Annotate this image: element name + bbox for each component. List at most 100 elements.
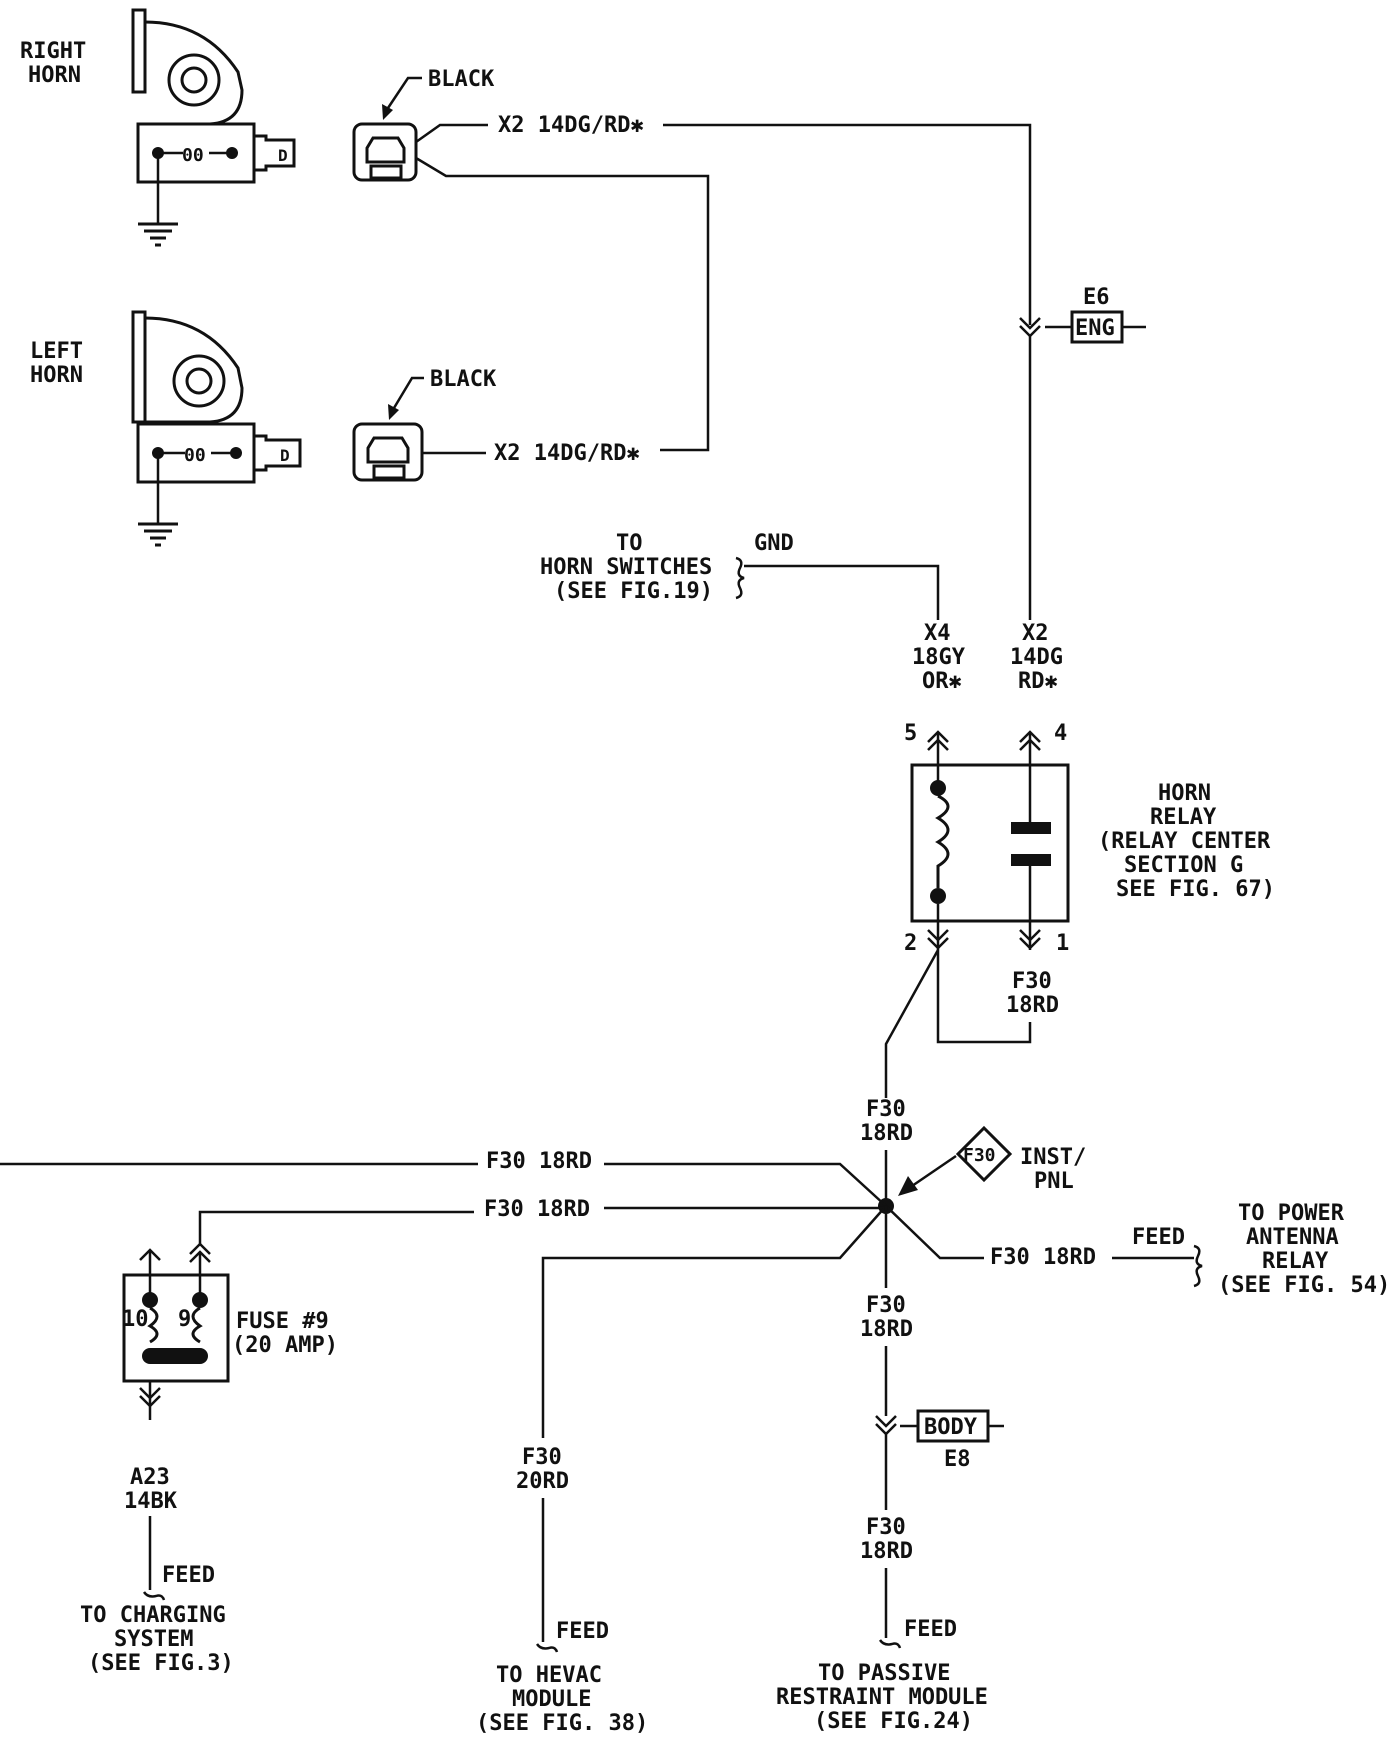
antenna-to-line4: (SEE FIG. 54) (1218, 1273, 1390, 1298)
charging-to-line3: (SEE FIG.3) (88, 1651, 234, 1676)
left-horn-spade-icon: D (280, 446, 290, 465)
left-horn-wire-label: X2 14DG/RD✱ (494, 441, 640, 466)
horn-switches-name: HORN SWITCHES (540, 555, 712, 580)
right-horn-connector: BLACK (352, 67, 495, 182)
hevac-to-line1: TO HEVAC (496, 1663, 602, 1688)
right-connector-color: BLACK (428, 67, 495, 92)
hevac-wire-line1: F30 (522, 1445, 562, 1470)
hevac-feed-label: FEED (556, 1619, 609, 1644)
passive-to-line3: (SEE FIG.24) (814, 1709, 973, 1734)
right-horn-inner-ring-icon (180, 66, 208, 94)
right-horn-ground-icon (138, 222, 178, 247)
horn-switches-destination: TO HORN SWITCHES (SEE FIG.19) GND (540, 531, 940, 620)
left-feed-wire-label: F30 18RD (486, 1149, 592, 1174)
horn-switches-ref: (SEE FIG.19) (554, 579, 713, 604)
inst-pnl-diamond (955, 1125, 1013, 1183)
inst-pnl-label-line1: INST/ (1020, 1145, 1086, 1170)
left-horn-outer-ring-icon (172, 354, 226, 408)
right-horn-wire-label: X2 14DG/RD✱ (498, 113, 644, 138)
fuse-label-line2: (20 AMP) (232, 1333, 338, 1358)
fuse-box (122, 1273, 230, 1383)
fuse-9: 10 9 FUSE #9 (20 AMP) (122, 1242, 338, 1420)
horn-relay: 5 4 2 1 HORN RELAY (RELAY CENTER SECTION… (904, 721, 1275, 956)
a23-line2: 14BK (124, 1489, 178, 1514)
relay-label-line1: HORN (1158, 781, 1211, 806)
charging-feed-label: FEED (162, 1563, 215, 1588)
relay-x4-line1: X4 (924, 621, 951, 646)
relay-box (910, 763, 1070, 923)
relay-label-line5: SEE FIG. 67) (1116, 877, 1275, 902)
left-horn-connector: BLACK (352, 367, 497, 482)
left-connector-color: BLACK (430, 367, 497, 392)
power-antenna-destination: FEED TO POWER ANTENNA RELAY (SEE FIG. 54… (1132, 1201, 1390, 1298)
left-horn-bracket (131, 310, 147, 424)
relay-coil-dot-top (930, 780, 946, 796)
charging-to-line1: TO CHARGING (80, 1603, 226, 1628)
fuse-pin-9: 9 (178, 1307, 191, 1332)
fuse-pin-9-dot (192, 1292, 208, 1308)
gnd-label: GND (754, 531, 794, 556)
relay-x4-line3: OR✱ (922, 669, 962, 694)
relay-pin1-wire-line1: F30 (1012, 969, 1052, 994)
passive-restraint-destination: FEED TO PASSIVE RESTRAINT MODULE (SEE FI… (776, 1617, 988, 1734)
antenna-to-line2: ANTENNA (1246, 1225, 1339, 1250)
e6-label: E6 (1083, 285, 1110, 310)
left-horn-body (144, 316, 244, 424)
hevac-destination: FEED TO HEVAC MODULE (SEE FIG. 38) (476, 1619, 648, 1736)
fuse-label-line1: FUSE #9 (236, 1309, 329, 1334)
body-splice: BODY E8 (875, 1409, 1004, 1472)
right-horn-spade-icon: D (278, 146, 288, 165)
relay-pin-2: 2 (904, 931, 917, 956)
relay-x2-line2: 14DG (1010, 645, 1063, 670)
left-horn: LEFT HORN 00 D (30, 310, 302, 547)
right-horn-label-line2: HORN (28, 63, 81, 88)
relay-coil-dot-bottom (930, 888, 946, 904)
inst-pnl-label-line2: PNL (1034, 1169, 1074, 1194)
horn-switches-to: TO (616, 531, 643, 556)
splice-top-wire-line1: F30 (866, 1097, 906, 1122)
left-horn-ground-icon (138, 522, 178, 547)
passive-to-line1: TO PASSIVE (818, 1661, 950, 1686)
splice-top-wire-line2: 18RD (860, 1121, 913, 1146)
right-horn-label-line1: RIGHT (20, 39, 86, 64)
eng-label: ENG (1075, 316, 1115, 341)
left-horn-label-line2: HORN (30, 363, 83, 388)
relay-x2-line1: X2 (1022, 621, 1049, 646)
hevac-to-line3: (SEE FIG. 38) (476, 1711, 648, 1736)
charging-to-line2: SYSTEM (114, 1627, 193, 1652)
right-horn-coil-icon: 00 (182, 145, 204, 166)
fuse-pin-10: 10 (122, 1307, 149, 1332)
passive-wire-line2: 18RD (860, 1539, 913, 1564)
antenna-wire-label: F30 18RD (990, 1245, 1096, 1270)
left-horn-terminal-block (136, 422, 256, 484)
relay-pin-4: 4 (1054, 721, 1067, 746)
inst-pnl-circle-label: F30 (963, 1145, 996, 1166)
fuse-pin-10-dot (142, 1292, 158, 1308)
fuse-bar (142, 1348, 208, 1364)
left-horn-coil-icon: 00 (184, 445, 206, 466)
eng-splice: ENG E6 (1019, 285, 1146, 344)
relay-label-line3: (RELAY CENTER (1098, 829, 1271, 854)
relay-pin-1: 1 (1056, 931, 1069, 956)
charging-destination: FEED TO CHARGING SYSTEM (SEE FIG.3) (80, 1563, 234, 1676)
relay-contact-bottom (1011, 854, 1051, 866)
antenna-to-line1: TO POWER (1238, 1201, 1345, 1226)
body-label: BODY (924, 1415, 978, 1440)
relay-coil-icon (935, 794, 950, 888)
a23-line1: A23 (130, 1465, 170, 1490)
relay-label-line4: SECTION G (1124, 853, 1243, 878)
right-horn-bracket (131, 8, 147, 94)
fuse-wire-label: F30 18RD (484, 1197, 590, 1222)
hevac-to-line2: MODULE (512, 1687, 591, 1712)
antenna-to-line3: RELAY (1262, 1249, 1329, 1274)
right-horn: RIGHT HORN 00 D (20, 8, 296, 247)
splice-bottom-wire-line2: 18RD (860, 1317, 913, 1342)
inst-pnl-splice: F30 INST/ PNL (898, 1125, 1086, 1196)
relay-x2-line3: RD✱ (1018, 669, 1058, 694)
passive-to-line2: RESTRAINT MODULE (776, 1685, 988, 1710)
right-horn-terminal-block (136, 122, 256, 184)
left-horn-inner-ring-icon (185, 367, 213, 395)
main-splice: F30 18RD F30 18RD F30 18RD F30 INST/ PNL (0, 1125, 1194, 1438)
left-horn-terminal-spade (254, 434, 302, 472)
